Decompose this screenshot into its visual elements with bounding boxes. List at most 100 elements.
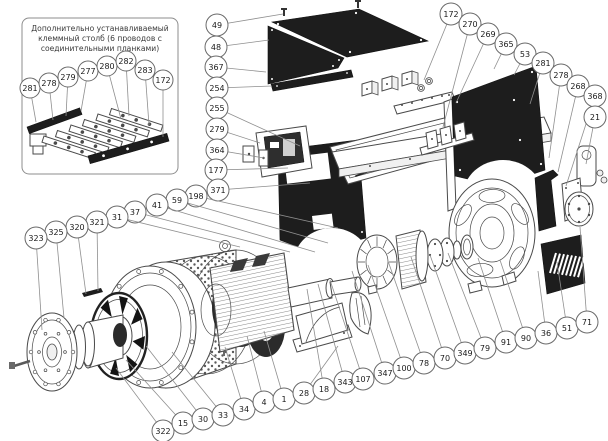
callout-365: 365 <box>493 32 518 70</box>
callout-33: 33 <box>171 351 235 427</box>
callout-320: 320 <box>65 215 89 295</box>
callout-balloon <box>531 51 555 75</box>
mounting-brackets <box>361 70 433 97</box>
lifting-lug <box>576 145 608 187</box>
flange-bolt-icon <box>9 359 31 369</box>
inset-title-line3: соединительными планками) <box>41 44 159 53</box>
callout-leader <box>125 359 184 424</box>
callout-number: 281 <box>535 59 550 68</box>
callout-281: 281 <box>529 51 555 105</box>
callout-number: 347 <box>377 369 392 378</box>
callout-number: 278 <box>553 71 568 80</box>
callout-18: 18 <box>306 288 336 401</box>
callout-number: 90 <box>521 334 531 343</box>
callout-number: 269 <box>480 30 495 39</box>
exciter-stator <box>356 234 398 295</box>
callout-number: 4 <box>261 398 266 407</box>
callout-51: 51 <box>555 261 579 340</box>
avr-regulator <box>242 125 313 178</box>
callout-balloon <box>476 22 500 46</box>
main-rotor <box>200 252 362 357</box>
callout-70: 70 <box>410 256 457 370</box>
callout-number: 34 <box>239 405 249 414</box>
callout-leader <box>429 254 466 354</box>
callout-leader <box>116 216 241 248</box>
callout-268: 268 <box>557 74 590 173</box>
front-cover-panel <box>267 25 345 85</box>
callout-90: 90 <box>499 259 538 350</box>
callout-balloon <box>439 2 463 26</box>
callout-leader <box>217 182 311 191</box>
callout-321: 321 <box>85 210 109 292</box>
callout-leader <box>55 231 65 319</box>
callout-number: 53 <box>520 50 530 59</box>
callout-leader <box>195 195 339 229</box>
callout-79: 79 <box>447 252 497 360</box>
callout-number: 71 <box>582 318 592 327</box>
inset-title-line1: Дополнительно устанавливаемый <box>31 24 169 33</box>
callout-30: 30 <box>145 345 215 431</box>
callout-37: 37 <box>123 200 291 253</box>
callout-number: 172 <box>155 76 170 85</box>
callout-leader <box>263 330 285 400</box>
callout-number: 343 <box>337 378 352 387</box>
clamp-band <box>349 292 372 335</box>
callout-number: 371 <box>210 186 225 195</box>
callout-balloon <box>24 226 48 250</box>
callout-364: 364 <box>205 138 265 162</box>
strip-cover-panel <box>270 69 354 92</box>
callout-balloon <box>583 105 607 129</box>
callout-number: 91 <box>501 338 511 347</box>
callout-number: 33 <box>218 411 228 420</box>
callout-number: 15 <box>178 419 188 428</box>
callout-number: 37 <box>130 208 140 217</box>
callout-number: 281 <box>22 84 37 93</box>
callout-number: 323 <box>28 234 43 243</box>
callout-number: 172 <box>443 10 458 19</box>
callout-number: 31 <box>112 213 122 222</box>
callout-number: 21 <box>590 113 600 122</box>
callout-number: 278 <box>41 79 56 88</box>
callout-number: 79 <box>480 344 490 353</box>
callout-balloon <box>312 377 336 401</box>
callout-leader <box>351 270 386 374</box>
flange-disc <box>26 312 78 392</box>
callout-leader <box>477 257 507 343</box>
callout-number: 279 <box>60 73 75 82</box>
callout-leader <box>176 199 329 244</box>
callout-59: 59 <box>165 188 329 244</box>
callout-100: 100 <box>367 264 416 380</box>
callout-number: 30 <box>198 415 208 424</box>
callout-leader <box>306 288 325 390</box>
callout-number: 268 <box>570 82 585 91</box>
callout-number: 364 <box>209 146 224 155</box>
callout-balloon <box>211 403 235 427</box>
callout-279: 279 <box>57 66 79 117</box>
callout-leader <box>455 33 489 104</box>
callout-254: 254 <box>205 76 273 100</box>
callout-leader <box>145 345 204 420</box>
callout-number: 177 <box>208 166 223 175</box>
rear-corner-panel <box>534 169 559 232</box>
callout-balloon <box>152 69 174 91</box>
callout-balloon <box>575 310 599 334</box>
callout-leader <box>410 256 446 359</box>
callout-leader <box>96 221 99 292</box>
inset-terminal-assembly <box>26 107 170 165</box>
callout-leader <box>156 204 316 253</box>
callout-49: 49 <box>205 13 284 37</box>
callout-balloon <box>115 50 137 72</box>
callout-number: 277 <box>80 67 95 76</box>
callout-balloon <box>494 32 518 56</box>
callout-number: 48 <box>211 43 221 52</box>
callout-leader <box>548 74 562 159</box>
callout-number: 322 <box>155 427 170 436</box>
callout-343: 343 <box>317 283 357 394</box>
saddle-support <box>292 302 353 353</box>
callout-number: 365 <box>498 40 513 49</box>
callout-282: 282 <box>115 50 137 117</box>
callout-172: 172 <box>152 69 174 137</box>
